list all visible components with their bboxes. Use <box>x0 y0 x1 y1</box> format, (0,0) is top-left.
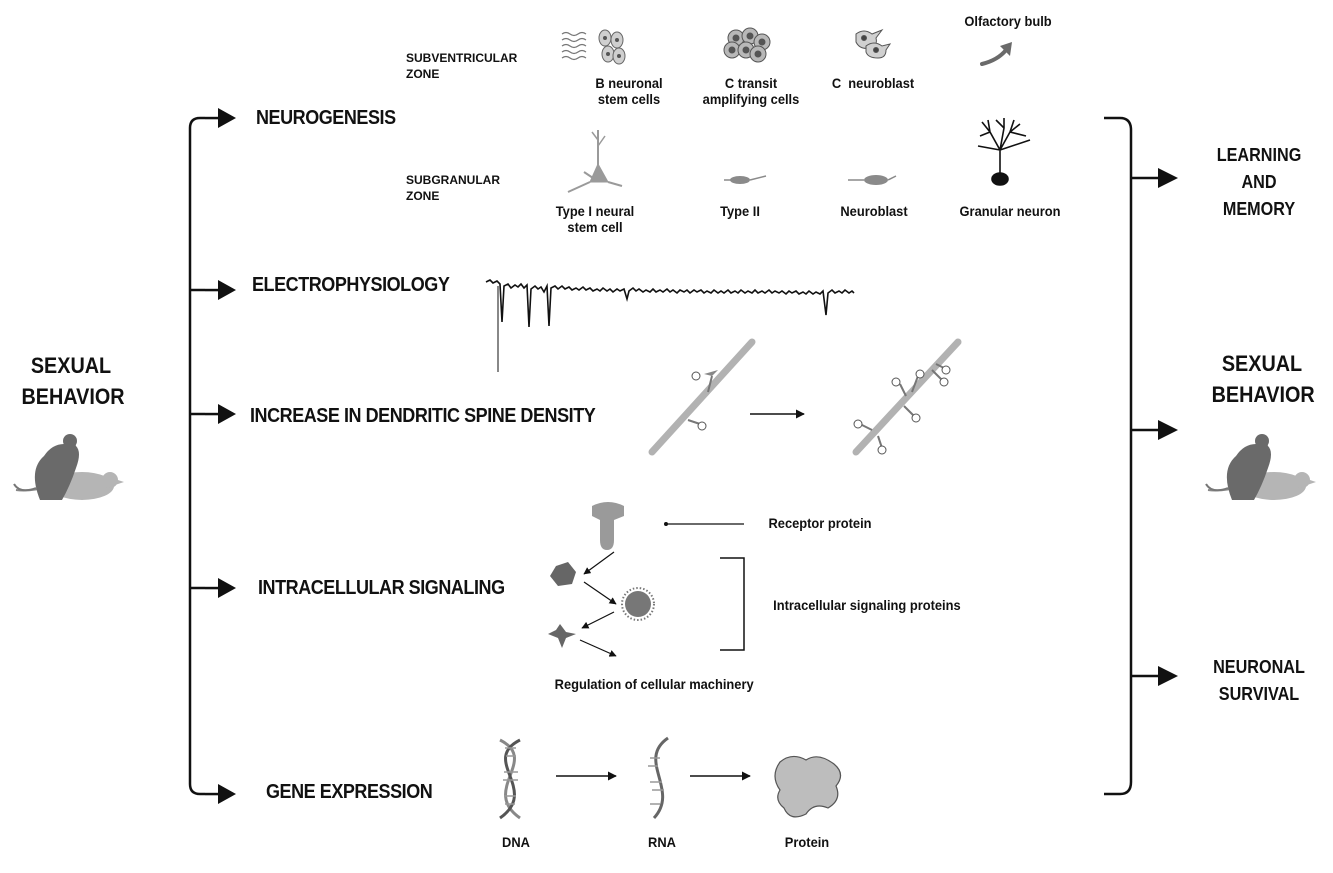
rat-mating-icon-left <box>13 434 124 500</box>
protein-label: Protein <box>784 834 830 850</box>
survival-line2: SURVIVAL <box>1218 684 1300 704</box>
c-neuroblast-icon <box>855 28 892 59</box>
intracellular-proteins-label: Intracellular signaling proteins <box>773 597 961 613</box>
learning-line3: MEMORY <box>1222 199 1296 219</box>
left-title-line2: BEHAVIOR <box>21 384 125 409</box>
regulation-label: Regulation of cellular machinery <box>554 676 754 692</box>
olfactory-bulb-arrow-icon <box>980 42 1012 66</box>
branch-electrophysiology: ELECTROPHYSIOLOGY <box>252 274 450 296</box>
right-sexual-line1: SEXUAL <box>1221 351 1303 376</box>
signaling-bracket <box>720 557 745 651</box>
branch-intracellular-signaling: INTRACELLULAR SIGNALING <box>258 577 505 599</box>
signaling-proteins <box>548 551 745 657</box>
receptor-protein-label: Receptor protein <box>768 515 872 531</box>
subventricular-zone-label: SUBVENTRICULAR ZONE <box>406 50 517 82</box>
learning-line2: AND <box>1241 172 1277 192</box>
star-burst-protein-icon <box>621 587 655 621</box>
survival-line1: NEURONAL <box>1213 657 1305 677</box>
type-i-neural-stem-cell-icon <box>567 130 623 193</box>
arrow-electrophysiology <box>203 280 236 300</box>
hexagon-protein-icon <box>550 562 576 586</box>
receptor-protein-icon <box>592 502 744 550</box>
c-transit-amplifying-cells-icon <box>723 27 771 63</box>
learning-line1: LEARNING <box>1216 145 1302 165</box>
left-title: SEXUAL BEHAVIOR <box>21 350 125 412</box>
branch-spine-density: INCREASE IN DENDRITIC SPINE DENSITY <box>250 405 596 427</box>
electrophysiology-trace <box>485 279 855 372</box>
right-sexual-behavior-label: SEXUAL BEHAVIOR <box>1211 348 1315 410</box>
arrow-neurogenesis <box>203 108 236 128</box>
arrow-intracellular <box>203 578 236 598</box>
subgranular-zone-label: SUBGRANULAR ZONE <box>406 172 500 204</box>
branch-gene-expression: GENE EXPRESSION <box>266 781 433 803</box>
granular-neuron-label: Granular neuron <box>959 203 1061 219</box>
left-title-line1: SEXUAL <box>30 353 112 378</box>
neuroblast-label: Neuroblast <box>840 203 908 219</box>
right-sexual-line2: BEHAVIOR <box>1211 382 1315 407</box>
c-transit-label: C transit amplifying cells <box>691 75 811 107</box>
b-cells-line1: B neuronal <box>595 75 663 91</box>
rna-label: RNA <box>648 834 676 850</box>
neuroblast-sgz-icon <box>848 175 897 185</box>
type1-line2: stem cell <box>567 219 623 235</box>
learning-memory-label: LEARNING AND MEMORY <box>1206 142 1312 223</box>
dendrite-after-icon <box>852 338 962 456</box>
type-i-label: Type I neural stem cell <box>544 203 645 235</box>
dendrite-before-icon <box>648 338 756 456</box>
svz-line2: ZONE <box>406 67 440 81</box>
granular-neuron-icon <box>977 118 1031 186</box>
right-bracket <box>1104 116 1178 796</box>
c-transit-line1: C transit <box>724 75 778 91</box>
branch-arrows <box>203 108 236 804</box>
c-neuroblast-label: C neuroblast <box>831 75 915 91</box>
protein-icon <box>774 755 842 818</box>
olfactory-bulb-label: Olfactory bulb <box>964 13 1052 29</box>
sgz-line1: SUBGRANULAR <box>406 173 500 187</box>
dna-label: DNA <box>502 834 530 850</box>
b-neuronal-stem-cells-label: B neuronal stem cells <box>578 75 679 107</box>
type-ii-cell-icon <box>724 175 767 184</box>
rat-mating-icon-right <box>1205 434 1316 500</box>
arrow-spine-density <box>203 404 236 424</box>
rna-icon <box>648 736 669 820</box>
branch-neurogenesis: NEUROGENESIS <box>256 107 396 129</box>
neuronal-survival-label: NEURONAL SURVIVAL <box>1206 654 1312 708</box>
c-transit-line2: amplifying cells <box>702 91 800 107</box>
b-cells-line2: stem cells <box>597 91 661 107</box>
b-neuronal-stem-cells-icon <box>561 29 626 65</box>
type1-line1: Type I neural <box>555 203 635 219</box>
svz-line1: SUBVENTRICULAR <box>406 51 518 65</box>
type-ii-label: Type II <box>720 203 760 219</box>
arrow-gene-expression <box>203 784 236 804</box>
four-point-star-protein-icon <box>548 624 576 648</box>
sgz-line2: ZONE <box>406 189 440 203</box>
left-bracket <box>188 116 205 796</box>
dna-icon <box>499 738 521 820</box>
